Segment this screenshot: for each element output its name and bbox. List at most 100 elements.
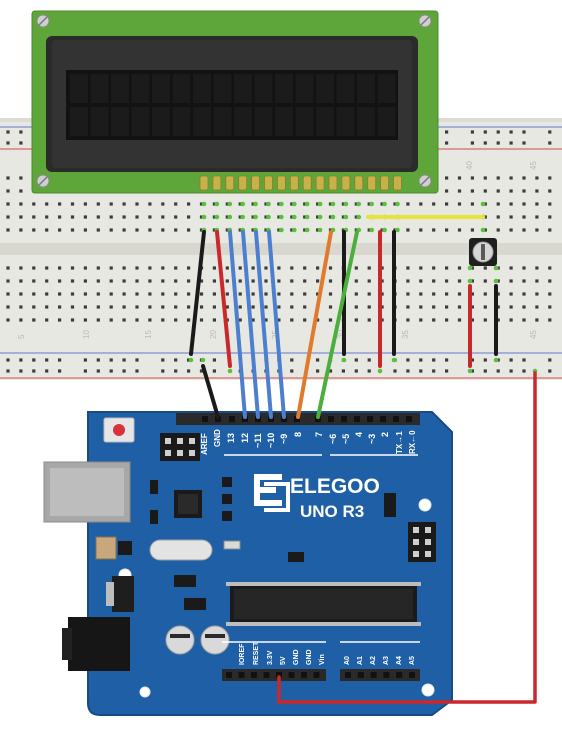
- active-hole: [480, 227, 486, 233]
- breadboard-hole: [96, 305, 100, 309]
- lcd-pin: [354, 175, 364, 191]
- header-hole: [229, 416, 235, 422]
- breadboard-hole: [535, 228, 539, 232]
- breadboard-hole: [135, 279, 139, 283]
- breadboard-hole: [316, 228, 320, 232]
- breadboard-hole: [509, 176, 513, 180]
- breadboard-hole: [58, 305, 62, 309]
- breadboard-hole: [83, 305, 87, 309]
- pin-label-a4: A4: [396, 656, 403, 665]
- breadboard-hole: [264, 228, 268, 232]
- breadboard-hole: [6, 202, 10, 206]
- breadboard-hole: [83, 292, 87, 296]
- breadboard-hole: [483, 358, 487, 362]
- breadboard-hole: [19, 215, 23, 219]
- breadboard-hole: [316, 279, 320, 283]
- breadboard-hole: [148, 215, 152, 219]
- wire-blue: [228, 230, 247, 419]
- active-hole: [240, 201, 245, 207]
- pin-label-7: 7: [314, 432, 324, 437]
- icsp-header: [160, 433, 200, 461]
- breadboard-hole: [187, 215, 191, 219]
- crystal-oscillator: [149, 539, 213, 561]
- breadboard-hole: [522, 305, 526, 309]
- breadboard-hole: [457, 305, 462, 309]
- pin-label-a0: A0: [344, 656, 351, 665]
- breadboard-hole: [303, 305, 307, 309]
- icsp-pin: [189, 450, 195, 456]
- breadboard-hole: [122, 318, 126, 322]
- wire-black: [201, 364, 220, 419]
- breadboard-hole: [380, 279, 384, 283]
- breadboard-hole: [367, 228, 371, 232]
- breadboard-hole: [148, 228, 152, 232]
- icsp-pin: [177, 438, 183, 444]
- breadboard-hole: [161, 228, 165, 232]
- header-hole: [328, 416, 334, 422]
- breadboard-hole: [509, 215, 513, 219]
- breadboard-hole: [470, 318, 474, 322]
- breadboard-hole: [19, 130, 23, 134]
- breadboard-hole: [445, 305, 449, 309]
- breadboard-hole: [83, 202, 87, 206]
- breadboard-hole: [199, 292, 204, 296]
- breadboard-hole: [432, 279, 436, 283]
- breadboard-hole: [225, 292, 229, 296]
- breadboard-hole: [509, 292, 513, 296]
- header-hole: [226, 672, 232, 678]
- breadboard-hole: [96, 215, 100, 219]
- active-hole: [266, 201, 271, 207]
- pin-label-gnd: GND: [293, 649, 300, 665]
- breadboard-hole: [135, 292, 139, 296]
- power-pin-labels: IOREF RESET 3.3V 5V GND GND Vin: [239, 641, 326, 665]
- analog-header: [340, 669, 420, 681]
- breadboard-hole: [548, 318, 552, 322]
- breadboard-hole: [445, 292, 449, 296]
- breadboard-hole: [45, 215, 49, 219]
- breadboard-hole: [535, 189, 539, 193]
- breadboard-hole: [174, 228, 178, 232]
- breadboard-hole: [483, 266, 487, 270]
- wire-blue: [254, 230, 273, 419]
- breadboard-hole: [303, 279, 307, 283]
- active-hole: [493, 265, 499, 271]
- lcd-cell: [275, 107, 293, 136]
- pin-label-reset: RESET: [253, 641, 260, 665]
- header-hole: [406, 416, 412, 422]
- header-hole: [313, 672, 320, 678]
- breadboard-hole: [264, 215, 268, 219]
- pin-label-a2: A2: [370, 656, 377, 665]
- breadboard-hole: [19, 318, 23, 322]
- breadboard-hole: [535, 279, 539, 283]
- breadboard-hole: [277, 279, 281, 283]
- breadboard-hole: [290, 318, 294, 322]
- analog-pin-labels: A0 A1 A2 A3 A4 A5: [344, 656, 416, 665]
- breadboard-hole: [212, 279, 216, 283]
- breadboard-hole: [316, 358, 320, 362]
- breadboard-hole: [548, 305, 552, 309]
- breadboard-hole: [70, 292, 75, 296]
- breadboard-hole: [548, 292, 552, 296]
- header-hole: [341, 416, 347, 422]
- breadboard-hole: [445, 266, 449, 270]
- pin-label-rx: RX←0: [408, 430, 417, 454]
- breadboard-hole: [109, 318, 113, 322]
- breadboard-hole: [32, 279, 36, 283]
- breadboard-hole: [548, 228, 552, 232]
- active-hole: [292, 214, 297, 220]
- breadboard-hole: [303, 318, 307, 322]
- active-hole: [253, 201, 258, 207]
- breadboard-hole: [32, 228, 36, 232]
- breadboard-hole: [328, 369, 333, 373]
- lcd-character-cells: [70, 74, 396, 136]
- active-hole: [266, 214, 271, 220]
- breadboard-hole: [470, 141, 474, 145]
- breadboard-hole: [122, 358, 126, 362]
- breadboard-hole: [264, 266, 268, 270]
- breadboard-hole: [535, 318, 539, 322]
- breadboard-hole: [509, 369, 513, 373]
- breadboard-hole: [496, 202, 500, 206]
- breadboard-hole: [6, 228, 10, 232]
- breadboard-hole: [483, 369, 487, 373]
- breadboard-hole: [483, 130, 487, 134]
